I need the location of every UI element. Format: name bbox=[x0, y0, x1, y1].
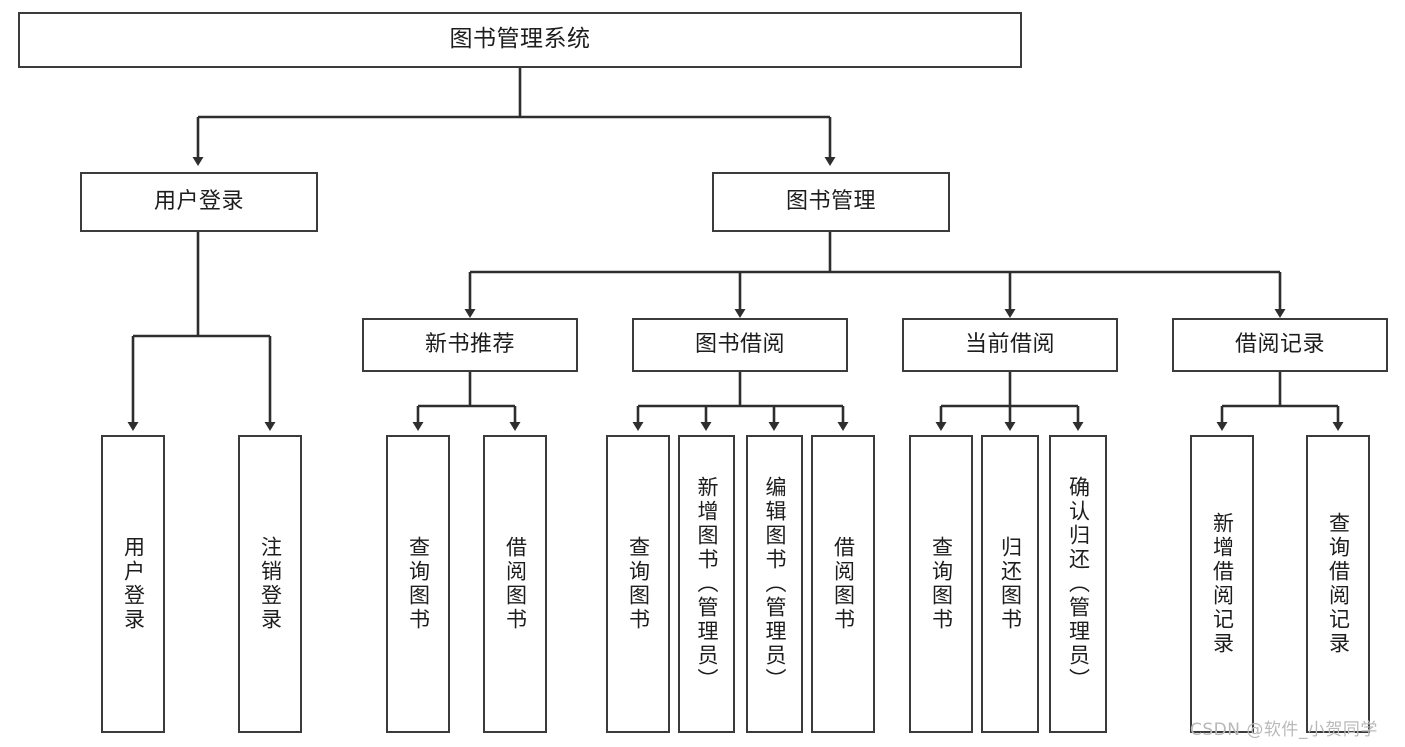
node-label: 查询借阅记录 bbox=[1326, 512, 1351, 656]
node-leaf-query-book-current[interactable]: 查询图书 bbox=[909, 435, 973, 733]
node-leaf-confirm-return-admin[interactable]: 确认归还（管理员） bbox=[1049, 435, 1107, 733]
node-new-book-recommend[interactable]: 新书推荐 bbox=[362, 318, 578, 372]
node-label: 用户登录 bbox=[121, 536, 146, 632]
node-leaf-add-book-admin[interactable]: 新增图书（管理员） bbox=[678, 435, 735, 733]
node-user-login[interactable]: 用户登录 bbox=[80, 172, 318, 232]
node-label: 借阅记录 bbox=[1234, 332, 1325, 358]
node-leaf-query-book-borrow[interactable]: 查询图书 bbox=[606, 435, 670, 733]
node-book-management[interactable]: 图书管理 bbox=[712, 172, 950, 232]
node-borrow-record[interactable]: 借阅记录 bbox=[1172, 318, 1388, 372]
node-leaf-return-book[interactable]: 归还图书 bbox=[981, 435, 1039, 733]
node-label: 借阅图书 bbox=[503, 536, 528, 632]
node-leaf-borrow-book-recommend[interactable]: 借阅图书 bbox=[483, 435, 547, 733]
node-label: 借阅图书 bbox=[831, 536, 856, 632]
node-leaf-add-borrow-record[interactable]: 新增借阅记录 bbox=[1190, 435, 1254, 733]
node-current-borrow[interactable]: 当前借阅 bbox=[902, 318, 1118, 372]
node-label: 归还图书 bbox=[998, 536, 1023, 632]
node-label: 图书管理 bbox=[785, 189, 876, 215]
node-label: 新书推荐 bbox=[424, 332, 515, 358]
node-leaf-borrow-book[interactable]: 借阅图书 bbox=[811, 435, 875, 733]
csdn-watermark: CSDN @软件_小贺同学 bbox=[1190, 720, 1378, 740]
node-leaf-user-login[interactable]: 用户登录 bbox=[101, 435, 165, 733]
node-label: 图书借阅 bbox=[694, 332, 785, 358]
node-label: 编辑图书（管理员） bbox=[763, 476, 787, 692]
node-label: 确认归还（管理员） bbox=[1066, 476, 1091, 692]
node-leaf-logout[interactable]: 注销登录 bbox=[238, 435, 302, 733]
node-label: 当前借阅 bbox=[964, 332, 1055, 358]
node-leaf-query-borrow-record[interactable]: 查询借阅记录 bbox=[1306, 435, 1370, 733]
node-leaf-query-book-recommend[interactable]: 查询图书 bbox=[386, 435, 450, 733]
node-book-management-system[interactable]: 图书管理系统 bbox=[18, 12, 1022, 68]
node-label: 查询图书 bbox=[929, 536, 954, 632]
node-label: 查询图书 bbox=[406, 536, 431, 632]
node-label: 新增借阅记录 bbox=[1210, 512, 1235, 656]
node-label: 注销登录 bbox=[258, 536, 283, 632]
node-label: 图书管理系统 bbox=[449, 26, 591, 53]
node-leaf-edit-book-admin[interactable]: 编辑图书（管理员） bbox=[746, 435, 803, 733]
node-label: 新增图书（管理员） bbox=[695, 476, 719, 692]
node-label: 用户登录 bbox=[153, 189, 244, 215]
node-book-borrow[interactable]: 图书借阅 bbox=[632, 318, 848, 372]
node-label: 查询图书 bbox=[626, 536, 651, 632]
